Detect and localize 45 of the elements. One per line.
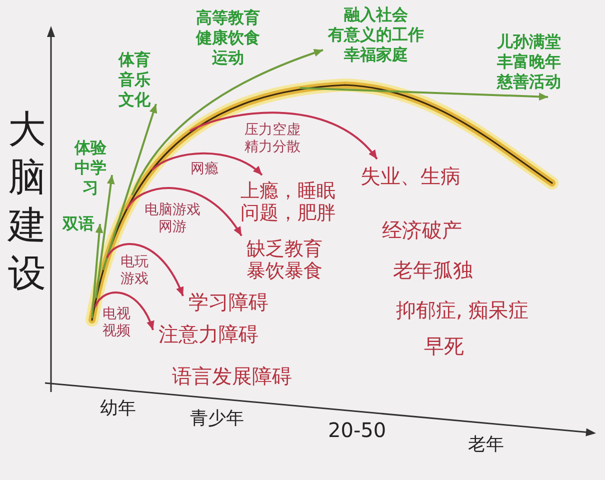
outcome-text: 上瘾，睡眠问题，肥胖: [240, 180, 336, 224]
arrow: [95, 174, 115, 298]
outcome-text: 注意力障碍: [158, 322, 259, 346]
activity-text: 幸福家庭: [344, 45, 408, 65]
edge-label: 电玩游戏: [120, 254, 149, 288]
outcome-text: 语言发展障碍: [172, 364, 292, 388]
edge-label: 电脑游戏网游: [144, 202, 201, 236]
curved-arrow: [94, 292, 154, 330]
activity-text: 体验中学习: [74, 138, 107, 198]
curved-arrow: [131, 49, 324, 196]
outcome-text: 学习障碍: [188, 290, 269, 314]
axis-label: 幼年: [100, 398, 136, 420]
activity-text: 高等教育: [196, 8, 260, 28]
activity-text: 慈善活动: [497, 72, 561, 92]
outcome-text: 暴饮暴食: [246, 260, 322, 282]
outcome-text: 老年孤独: [393, 258, 473, 282]
activity-text: 文化: [118, 90, 150, 110]
arrow: [102, 104, 158, 270]
curved-arrow: [106, 243, 184, 296]
curved-arrow: [126, 187, 242, 236]
arrow: [91, 224, 104, 318]
outcome-text: 抑郁症, 痴呆症: [396, 298, 529, 322]
curved-arrow: [151, 152, 263, 176]
activity-text: 有意义的工作: [328, 25, 424, 45]
activity-text: 丰富晚年: [497, 52, 561, 72]
edge-label: 压力空虚精力分散: [244, 122, 301, 156]
activity-text: 双语: [62, 214, 95, 234]
outcome-text: 失业、生病: [360, 164, 461, 188]
edge-label: 网瘾: [190, 161, 219, 178]
axis-title: 大脑建设: [6, 106, 47, 297]
activity-text: 运动: [212, 48, 244, 68]
arrow: [300, 87, 548, 101]
axis-label: 青少年: [190, 408, 244, 430]
edge-label: 电视视频: [102, 306, 131, 340]
outcome-text: 早死: [424, 334, 464, 358]
activity-text: 儿孙满堂: [497, 32, 561, 52]
axis-label: 老年: [468, 434, 504, 456]
activity-text: 音乐: [118, 70, 150, 90]
activity-text: 融入社会: [344, 5, 408, 25]
axis-label: 20-50: [328, 418, 386, 442]
activity-text: 健康饮食: [196, 28, 260, 48]
outcome-text: 缺乏教育: [246, 238, 322, 260]
outcome-text: 经济破产: [382, 218, 462, 242]
activity-text: 体育: [118, 50, 150, 70]
curved-arrow: [190, 112, 378, 160]
